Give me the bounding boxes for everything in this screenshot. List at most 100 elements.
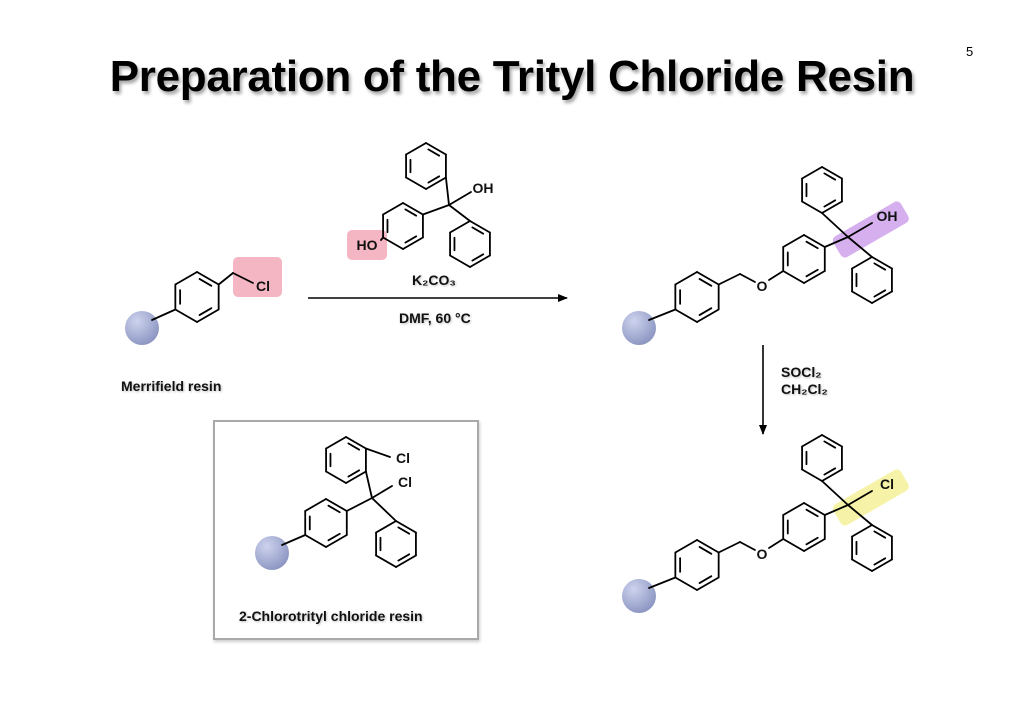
ring-bond [871, 558, 893, 572]
hydroxyl-highlight [832, 201, 909, 258]
bond [448, 204, 471, 222]
ring-bond [821, 166, 843, 180]
ring-bond [345, 436, 367, 450]
ring-bond [851, 558, 873, 572]
ring-bond [375, 520, 397, 534]
ring-bond [782, 234, 805, 248]
ring-bond [402, 236, 424, 250]
ring-bond [803, 502, 826, 516]
atom-cl: Cl [880, 476, 894, 492]
bond [365, 447, 391, 458]
ring-bond [801, 468, 823, 482]
ring-bond [402, 202, 424, 216]
ring-bond [174, 308, 198, 323]
ring-bond [782, 502, 805, 516]
atom-cl: Cl [396, 450, 410, 466]
ring-bond [405, 142, 427, 156]
double-bond [698, 278, 713, 287]
ring-bond [696, 271, 720, 286]
ring-bond [803, 270, 826, 284]
double-bond [198, 278, 213, 287]
double-bond [873, 530, 887, 539]
double-bond [327, 504, 341, 514]
double-bond [471, 226, 485, 235]
ring-bond [382, 202, 404, 216]
ring-bond [395, 520, 417, 534]
bond [371, 497, 397, 522]
ring-bond [821, 434, 843, 448]
atom-o: O [757, 278, 768, 294]
ring-bond [196, 271, 220, 286]
bond [380, 236, 384, 241]
double-bond [873, 262, 887, 271]
double-bond [698, 575, 713, 584]
double-bond [347, 442, 361, 451]
ring-bond [803, 538, 826, 552]
atom-oh: OH [473, 180, 494, 196]
ring-bond [325, 498, 348, 512]
bond [448, 191, 472, 206]
double-bond [427, 148, 441, 157]
ring-bond [851, 256, 873, 270]
atom-ho: HO [357, 237, 378, 253]
double-bond [698, 546, 713, 555]
slide-title: Preparation of the Trityl Chloride Resin [109, 52, 915, 101]
ring-bond [821, 468, 843, 482]
ring-bond [449, 254, 471, 268]
ring-bond [449, 220, 471, 234]
ring-bond [674, 539, 698, 554]
ring-bond [801, 200, 823, 214]
reagent-socl2: SOCl₂ [781, 364, 822, 380]
double-bond [404, 208, 418, 217]
atom-cl: Cl [398, 474, 412, 490]
ring-bond [674, 308, 698, 323]
ring-bond [469, 220, 491, 234]
ring-bond [405, 176, 427, 190]
bead-bond [151, 308, 177, 321]
bond [847, 490, 873, 506]
double-bond [404, 235, 418, 244]
double-bond [823, 467, 837, 476]
atom-o: O [757, 546, 768, 562]
double-bond [471, 253, 485, 262]
bond [365, 470, 373, 499]
bond [823, 504, 849, 516]
ring-bond [674, 576, 698, 591]
bond [717, 273, 741, 286]
double-bond [823, 440, 837, 449]
bond [217, 272, 234, 286]
double-bond [805, 536, 819, 546]
double-bond [397, 526, 411, 535]
bead-bond [281, 534, 307, 546]
solvent-ch2cl2: CH₂Cl₂ [781, 381, 828, 397]
ring-bond [696, 576, 720, 591]
double-bond [873, 289, 887, 298]
double-bond [873, 557, 887, 566]
ring-bond [801, 166, 823, 180]
page-number: 5 [966, 44, 974, 59]
ring-bond [325, 436, 347, 450]
ring-bond [871, 256, 893, 270]
ring-bond [382, 236, 404, 250]
atom-oh: OH [877, 208, 898, 224]
double-bond [198, 307, 213, 316]
double-bond [327, 532, 341, 542]
bond [739, 541, 756, 551]
double-bond [347, 469, 361, 478]
double-bond [397, 553, 411, 562]
ring-bond [304, 534, 327, 548]
bond [821, 480, 849, 506]
conditions-dmf: DMF, 60 °C [399, 310, 471, 326]
bond [345, 497, 373, 512]
bead-bond [648, 576, 677, 589]
hydroxyl-highlight [347, 230, 387, 260]
double-bond [698, 307, 713, 316]
atom-cl: Cl [256, 278, 270, 294]
ring-bond [345, 470, 367, 484]
double-bond [823, 199, 837, 208]
ring-bond [325, 470, 347, 484]
ring-bond [801, 434, 823, 448]
ring-bond [425, 176, 447, 190]
double-bond [823, 172, 837, 181]
